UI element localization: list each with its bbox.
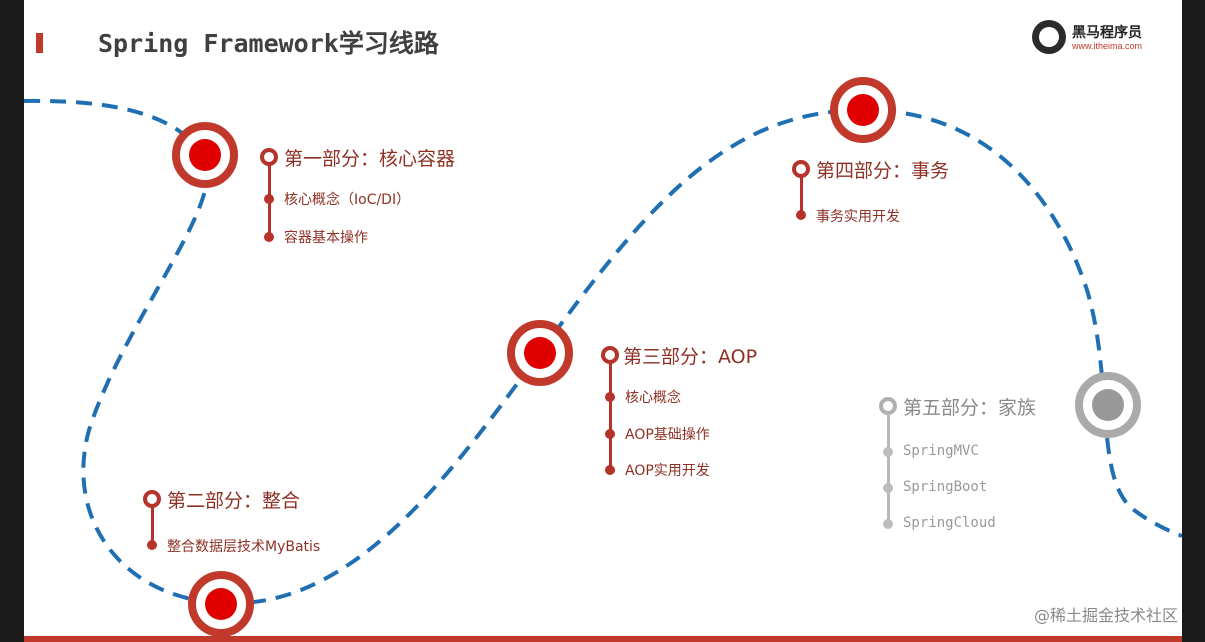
- logo-url: www.itheima.com: [1072, 41, 1143, 51]
- bullet-dot: [264, 232, 274, 242]
- section-item: 核心概念（IoC/DI）: [284, 192, 411, 208]
- horse-logo-icon: [1032, 20, 1066, 54]
- bullet-dot: [883, 447, 893, 457]
- milestone-5-node: [1075, 372, 1141, 438]
- title-accent-bar: [36, 33, 43, 53]
- section-item: SpringBoot: [903, 479, 988, 495]
- dashed-route-line: [24, 98, 1182, 606]
- section-item: 事务实用开发: [816, 209, 900, 225]
- section-title: 第四部分：事务: [816, 160, 950, 182]
- section-connector: [800, 176, 803, 212]
- bullet-dot: [605, 429, 615, 439]
- section-title: 第五部分：家族: [903, 397, 1037, 419]
- section-item: AOP实用开发: [625, 463, 710, 479]
- bullet-dot: [147, 540, 157, 550]
- watermark-text: @稀土掘金技术社区: [1034, 606, 1179, 625]
- bullet-dot: [883, 483, 893, 493]
- logo-name: 黑马程序员: [1072, 25, 1142, 41]
- section-item: 核心概念: [625, 390, 681, 406]
- bullet-dot: [883, 519, 893, 529]
- milestone-3-node: [507, 320, 573, 386]
- roadmap-path: [24, 98, 1182, 606]
- section-item: 整合数据层技术MyBatis: [167, 539, 321, 555]
- milestone-1-node: [172, 122, 238, 188]
- section-connector: [609, 362, 612, 470]
- bullet-dot: [796, 210, 806, 220]
- section-item: SpringCloud: [903, 515, 996, 531]
- bottom-accent-strip: [24, 636, 1182, 642]
- section-item: AOP基础操作: [625, 427, 710, 443]
- milestone-2-node: [188, 571, 254, 637]
- slide: Spring Framework学习线路 黑马程序员 www.itheima.c…: [24, 0, 1182, 642]
- section-title: 第二部分：整合: [167, 490, 301, 512]
- section-title: 第三部分：AOP: [623, 346, 758, 368]
- milestone-4-node: [830, 77, 896, 143]
- bullet-dot: [605, 392, 615, 402]
- section-title: 第一部分：核心容器: [284, 148, 456, 170]
- section-connector: [151, 506, 154, 544]
- section-item: 容器基本操作: [284, 230, 368, 246]
- itheima-logo: 黑马程序员 www.itheima.com: [1032, 20, 1154, 56]
- bullet-dot: [605, 465, 615, 475]
- slide-title: Spring Framework学习线路: [98, 29, 439, 58]
- section-connector: [887, 413, 890, 523]
- section-item: SpringMVC: [903, 443, 979, 459]
- bullet-dot: [264, 194, 274, 204]
